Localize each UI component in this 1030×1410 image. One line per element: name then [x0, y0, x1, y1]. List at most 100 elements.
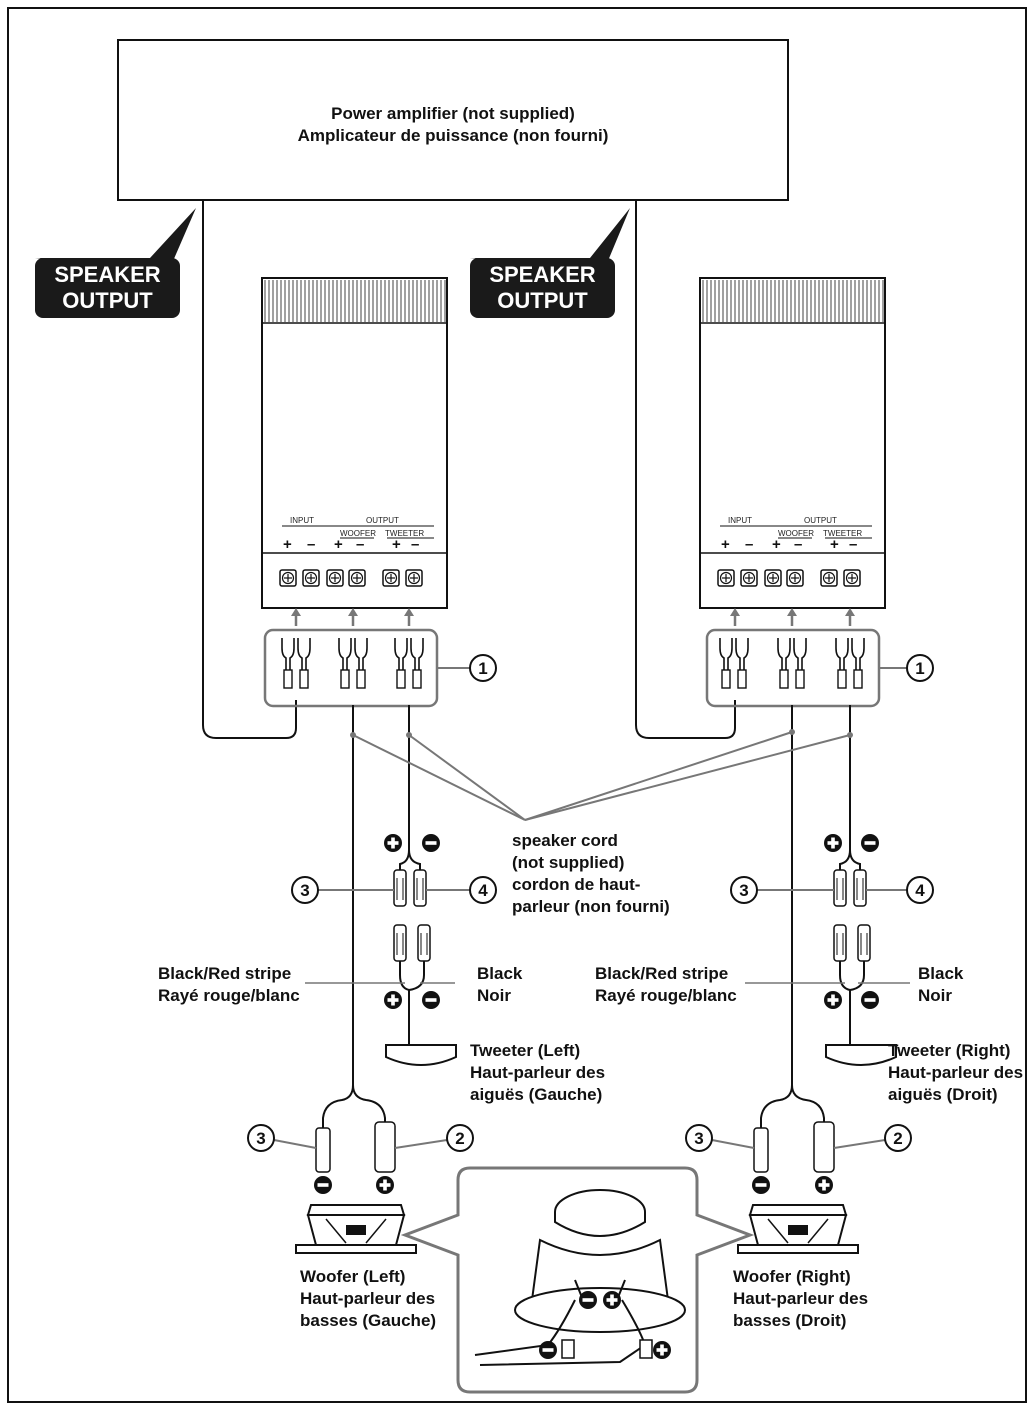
svg-text:4: 4 [915, 881, 925, 900]
lugs-right [719, 637, 865, 689]
tweeter-right-label: Tweeter (Right) Haut-parleur des aiguës … [888, 1040, 1024, 1106]
tweeter-left-line2: Haut-parleur des [470, 1063, 606, 1082]
svg-text:+: + [830, 536, 839, 553]
wire-stripe-left: Black/Red stripe Rayé rouge/blanc [158, 963, 300, 1007]
svg-text:INPUT: INPUT [728, 516, 752, 525]
svg-text:INPUT: INPUT [290, 516, 314, 525]
amplifier-label-fr: Amplicateur de puissance (non fourni) [297, 126, 609, 145]
amplifier-label: Power amplifier (not supplied) Amplicate… [118, 103, 788, 147]
svg-text:TWEETER: TWEETER [385, 529, 424, 538]
arrows-right [728, 606, 857, 628]
spade-lug [777, 637, 791, 689]
svg-text:4: 4 [478, 881, 488, 900]
svg-text:+: + [283, 536, 292, 553]
crossover-left-labels: INPUT OUTPUT WOOFER TWEETER + – + – + – [283, 516, 424, 553]
speaker-cord-line1: speaker cord [512, 831, 618, 850]
wire-black-right-fr: Noir [918, 986, 952, 1005]
svg-text:–: – [356, 536, 364, 553]
svg-text:–: – [411, 536, 419, 553]
marker-1-right: 1 [906, 654, 934, 682]
terminal-screw [764, 569, 782, 587]
crossover-left-grille [264, 280, 446, 322]
svg-text:1: 1 [915, 659, 924, 678]
woofer-left-line1: Woofer (Left) [300, 1267, 406, 1286]
wire-black-right-en: Black [918, 964, 964, 983]
callout-right-line1: SPEAKER [489, 262, 596, 287]
svg-text:–: – [849, 536, 857, 553]
svg-text:TWEETER: TWEETER [823, 529, 862, 538]
svg-text:WOOFER: WOOFER [778, 529, 814, 538]
spade-lug [851, 637, 865, 689]
crossover-right-grille [702, 280, 884, 322]
woofer-right-line1: Woofer (Right) [733, 1267, 851, 1286]
spade-lug [281, 637, 295, 689]
svg-text:+: + [334, 536, 343, 553]
woofer-left-line2: Haut-parleur des [300, 1289, 436, 1308]
speaker-output-callout-right: SPEAKER OUTPUT [470, 258, 615, 318]
terminal-screw [740, 569, 758, 587]
crossover-right [699, 277, 886, 609]
spade-lug [354, 637, 368, 689]
tweeter-right-shape [825, 1044, 897, 1066]
spade-lug [338, 637, 352, 689]
wire-stripe-left-fr: Rayé rouge/blanc [158, 986, 300, 1005]
spade-lug [297, 637, 311, 689]
wire-stripe-right-en: Black/Red stripe [595, 964, 729, 983]
svg-text:–: – [307, 536, 315, 553]
terminal-screw [405, 569, 423, 587]
svg-text:3: 3 [300, 881, 309, 900]
woofer-right-shape [737, 1204, 859, 1254]
speaker-cord-line3: cordon de haut- [512, 875, 641, 894]
svg-text:OUTPUT: OUTPUT [804, 516, 837, 525]
wire-black-left-en: Black [477, 964, 523, 983]
svg-text:–: – [794, 536, 802, 553]
svg-text:1: 1 [478, 659, 487, 678]
amp-wire-right [635, 200, 736, 739]
woofer-right-label: Woofer (Right) Haut-parleur des basses (… [733, 1266, 868, 1332]
woofer-left-shape [295, 1204, 417, 1254]
svg-text:2: 2 [893, 1129, 902, 1148]
page-frame [7, 7, 1027, 1403]
terminal-screw [820, 569, 838, 587]
svg-text:+: + [721, 536, 730, 553]
lugs-left [281, 637, 424, 689]
svg-text:WOOFER: WOOFER [340, 529, 376, 538]
woofer-right-line2: Haut-parleur des [733, 1289, 869, 1308]
tweeter-right-line3: aiguës (Droit) [888, 1085, 998, 1104]
terminal-screw [843, 569, 861, 587]
terminal-screw [348, 569, 366, 587]
wire-stripe-right-fr: Rayé rouge/blanc [595, 986, 737, 1005]
terminal-screw [279, 569, 297, 587]
speaker-cord-pointers [352, 731, 851, 821]
svg-text:+: + [392, 536, 401, 553]
arrows-left [289, 606, 416, 628]
svg-text:3: 3 [694, 1129, 703, 1148]
woofer-left-label: Woofer (Left) Haut-parleur des basses (G… [300, 1266, 436, 1332]
terminal-screw [786, 569, 804, 587]
amp-wire-left [202, 200, 297, 739]
callout-pointer-left [35, 208, 196, 268]
speaker-cord-label: speaker cord (not supplied) cordon de ha… [512, 830, 670, 918]
svg-text:OUTPUT: OUTPUT [366, 516, 399, 525]
wire-black-left: Black Noir [477, 963, 522, 1007]
terminal-screw [302, 569, 320, 587]
terminal-screw [717, 569, 735, 587]
tweeter-right-line2: Haut-parleur des [888, 1063, 1024, 1082]
tweeter-right-line1: Tweeter (Right) [888, 1041, 1011, 1060]
marker-1-left: 1 [469, 654, 497, 682]
crossover-right-labels: INPUT OUTPUT WOOFER TWEETER + – + – + – [721, 516, 862, 553]
speaker-cord-line4: parleur (non fourni) [512, 897, 670, 916]
crossover-left [261, 277, 448, 609]
wire-black-left-fr: Noir [477, 986, 511, 1005]
spade-lug [410, 637, 424, 689]
callout-right-line2: OUTPUT [497, 288, 588, 313]
svg-text:3: 3 [256, 1129, 265, 1148]
speaker-cord-line2: (not supplied) [512, 853, 625, 872]
tweeter-left-line3: aiguës (Gauche) [470, 1085, 603, 1104]
spade-lug [394, 637, 408, 689]
wire-black-right: Black Noir [918, 963, 963, 1007]
svg-text:2: 2 [455, 1129, 464, 1148]
tweeter-left-label: Tweeter (Left) Haut-parleur des aiguës (… [470, 1040, 605, 1106]
